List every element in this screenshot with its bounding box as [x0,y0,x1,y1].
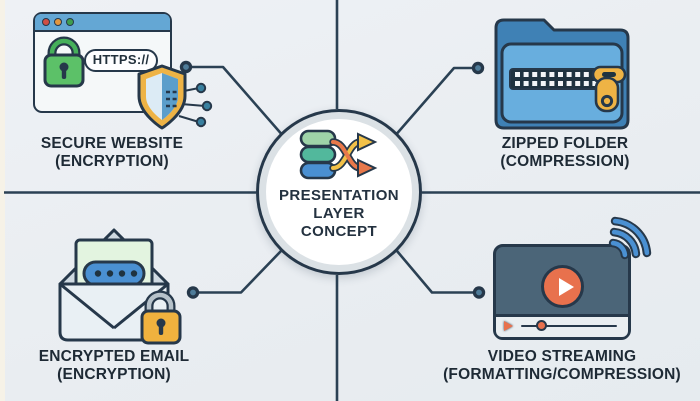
https-text: HTTPS:// [92,52,150,67]
progress-track [521,324,617,327]
password-pill-icon [82,260,146,287]
https-padlock-icon [43,36,85,88]
zipper-icon [509,65,627,113]
label-secure-website-line1: SECURE WEBSITE [40,135,184,152]
label-encrypted-email-line1: ENCRYPTED EMAIL [38,348,190,365]
address-bar-pill: HTTPS:// [84,49,158,72]
label-video-streaming-line1: VIDEO STREAMING [487,348,637,365]
connector-bottom-left [193,250,282,294]
center-concept-circle: PRESENTATION LAYER CONCEPT [256,109,422,275]
center-title: PRESENTATION LAYER CONCEPT [279,187,399,241]
browser-titlebar [35,14,170,32]
window-dot-yellow-icon [54,18,62,26]
connector-top-left [186,65,282,135]
window-dot-green-icon [66,18,74,26]
video-player-icon [493,244,631,340]
label-zipped-folder-line1: ZIPPED FOLDER [501,135,629,152]
window-dot-red-icon [42,18,50,26]
center-title-line1: PRESENTATION [278,187,400,204]
label-zipped-folder: ZIPPED FOLDER (COMPRESSION) [465,135,665,171]
wifi-icon [608,216,652,260]
left-edge-strip [0,0,5,401]
label-video-streaming: VIDEO STREAMING (FORMATTING/COMPRESSION) [431,348,693,384]
connector-top-right [396,66,478,135]
label-encrypted-email: ENCRYPTED EMAIL (ENCRYPTION) [14,348,214,384]
label-secure-website-line2: (ENCRYPTION) [55,153,169,170]
play-triangle-icon [559,278,574,296]
mini-play-icon [504,321,513,331]
email-padlock-icon [140,290,182,345]
database-shuffle-icon [299,129,378,180]
connector-node-dots [179,60,486,299]
label-zipped-folder-line2: (COMPRESSION) [500,153,630,170]
play-button-icon [541,265,584,308]
center-title-line2: LAYER [313,205,365,222]
video-controls-bar [496,314,628,337]
encrypted-email-icon [58,228,182,345]
progress-knob [536,319,547,331]
center-title-line3: CONCEPT [300,223,378,240]
connector-bottom-right [396,250,479,294]
zipped-folder-icon [494,18,630,130]
label-secure-website: SECURE WEBSITE (ENCRYPTION) [12,135,212,171]
shield-icon [137,64,213,130]
label-video-streaming-line2: (FORMATTING/COMPRESSION) [443,366,681,383]
label-encrypted-email-line2: (ENCRYPTION) [57,366,171,383]
